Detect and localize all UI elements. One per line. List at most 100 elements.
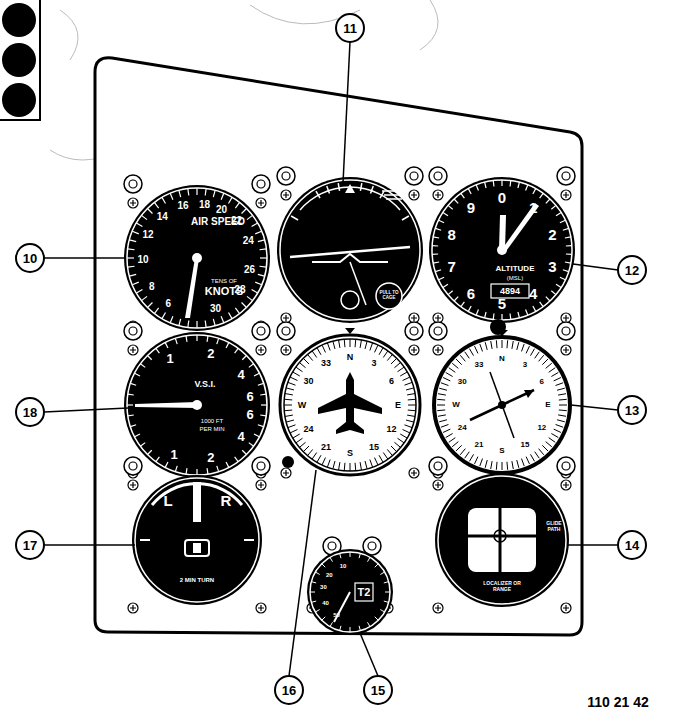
dial-tick — [311, 582, 316, 583]
dial-number: 4 — [238, 429, 245, 442]
screw — [563, 192, 569, 198]
screw — [561, 603, 571, 613]
screw — [128, 198, 138, 208]
dial-tick — [132, 282, 138, 285]
instrument-label: TENS OF — [211, 278, 237, 284]
instrument-bezel — [132, 475, 262, 605]
dial-tick — [549, 438, 556, 443]
screw — [435, 605, 441, 611]
display-window — [468, 508, 536, 572]
screw — [411, 470, 417, 476]
dial-tick — [365, 341, 367, 349]
dial-tick — [556, 383, 564, 386]
screw — [281, 345, 291, 355]
dial-tick — [165, 343, 168, 348]
dial-tick — [540, 302, 544, 307]
callout-number: 16 — [282, 684, 296, 697]
instrument-label: R — [221, 493, 232, 508]
dial-tick — [260, 414, 266, 416]
dial-tick — [557, 420, 565, 422]
instrument-face — [280, 335, 420, 475]
dial-tick — [526, 185, 528, 191]
dial-tick — [476, 310, 478, 316]
dial-tick — [293, 434, 300, 438]
dial-tick — [368, 557, 371, 561]
dial-tick — [557, 388, 565, 390]
dial-tick — [156, 348, 160, 353]
dial-tick — [437, 399, 445, 401]
dial-tick — [141, 296, 147, 300]
dial-tick — [322, 345, 325, 352]
mount-lug — [129, 327, 137, 335]
knob-label: PULL TO CAGE — [379, 291, 399, 301]
dial-tick — [506, 462, 508, 470]
dial-tick — [196, 188, 197, 195]
screw — [258, 482, 264, 488]
dial-tick — [439, 277, 444, 280]
instrument-label: PER MIN — [199, 426, 224, 432]
dial-tick — [491, 461, 492, 469]
screw — [411, 347, 417, 353]
screw — [281, 190, 291, 200]
dial-tick — [286, 420, 294, 422]
dial-number: 30 — [210, 304, 221, 314]
instrument-bezel — [124, 185, 270, 331]
callout-number: 14 — [625, 539, 639, 552]
screw — [128, 345, 138, 355]
mount-lug — [252, 322, 270, 340]
dial-tick — [327, 460, 330, 468]
dial-tick — [196, 335, 197, 341]
dial-tick — [252, 223, 258, 227]
screw — [563, 605, 569, 611]
mount-lug — [257, 462, 265, 470]
dial-tick — [340, 553, 341, 558]
mount-lug — [252, 175, 270, 193]
dial-number: 16 — [177, 201, 188, 211]
dial-tick — [315, 610, 319, 613]
dial-tick — [322, 564, 326, 568]
dial-tick — [475, 346, 478, 353]
dial-tick — [546, 297, 550, 301]
bank-tick — [402, 216, 409, 220]
mount-lug — [282, 172, 290, 180]
dial-tick — [437, 409, 445, 411]
dial-tick — [255, 282, 261, 285]
dial-tick — [454, 297, 458, 301]
dial-tick — [310, 592, 315, 593]
dial-tick — [385, 592, 390, 593]
dial-tick — [327, 343, 330, 351]
dial-tick — [375, 617, 379, 621]
dial-tick — [539, 449, 544, 455]
mount-lug — [562, 327, 570, 335]
bank-tick — [380, 191, 384, 198]
dial-tick — [554, 429, 561, 432]
dial-tick — [205, 189, 207, 196]
dial-tick — [533, 306, 536, 311]
dial-tick — [556, 284, 561, 287]
dial-tick — [461, 193, 465, 198]
screw — [411, 192, 417, 198]
dial-tick — [383, 351, 388, 358]
aircraft-silhouette — [318, 372, 382, 434]
dial-tick — [136, 290, 142, 294]
dial-tick — [560, 220, 565, 223]
needle-hub — [497, 245, 507, 255]
compass-ring — [284, 339, 416, 471]
dial-tick — [226, 343, 229, 348]
dial-tick — [235, 348, 239, 353]
instrument-bezel — [432, 335, 572, 475]
turn-needle — [193, 482, 201, 522]
callout-number: 15 — [371, 684, 385, 697]
dial-tick — [441, 424, 449, 427]
dial-tick — [175, 466, 177, 472]
dial-tick — [242, 450, 246, 454]
bank-tick — [327, 186, 330, 194]
dial-tick — [288, 382, 296, 385]
callout-number: 13 — [625, 404, 639, 417]
dial-number: 6 — [247, 408, 254, 421]
dial-number: 8 — [447, 226, 455, 241]
dial-tick — [258, 240, 265, 242]
dial-tick — [261, 404, 267, 405]
screw — [433, 603, 443, 613]
dial-tick — [284, 399, 292, 401]
